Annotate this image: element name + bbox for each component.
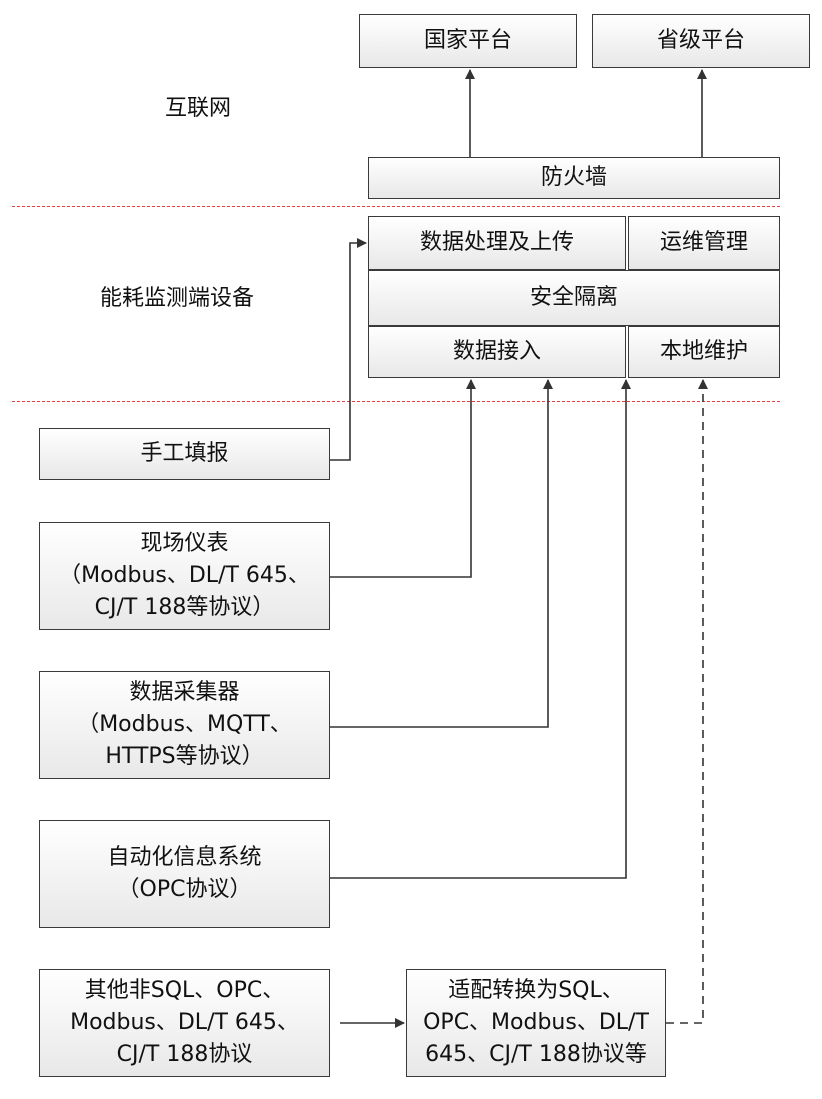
other-protocols-line-2: Modbus、DL/T 645、 xyxy=(70,1010,299,1036)
arrow-manual-entry xyxy=(330,238,367,461)
manual-entry-label: 手工填报 xyxy=(140,441,229,467)
adapter-line-3: 645、CJ/T 188协议等 xyxy=(425,1041,647,1067)
data-collector-line-3: HTTPS等协议） xyxy=(105,743,264,769)
provincial-platform-box: 省级平台 xyxy=(592,14,810,68)
divider-device-sources xyxy=(12,401,780,402)
manual-entry-box: 手工填报 xyxy=(39,428,330,480)
provincial-platform-label: 省级平台 xyxy=(656,28,745,54)
ops-management-label: 运维管理 xyxy=(659,230,748,256)
national-platform-label: 国家平台 xyxy=(423,28,512,54)
zone-label-device: 能耗监测端设备 xyxy=(100,286,255,311)
national-platform-box: 国家平台 xyxy=(359,14,577,68)
field-meters-line-3: CJ/T 188等协议） xyxy=(94,594,275,620)
firewall-box: 防火墙 xyxy=(368,157,780,199)
field-meters-line-2: （Modbus、DL/T 645、 xyxy=(59,563,310,589)
ops-management-box: 运维管理 xyxy=(628,216,780,270)
field-meters-box: 现场仪表 （Modbus、DL/T 645、 CJ/T 188等协议） xyxy=(39,522,330,630)
arrow-data-collector xyxy=(330,379,553,728)
other-protocols-line-1: 其他非SQL、OPC、 xyxy=(84,978,285,1004)
data-process-upload-box: 数据处理及上传 xyxy=(368,216,626,270)
divider-internet-device xyxy=(12,206,780,207)
security-isolation-label: 安全隔离 xyxy=(529,285,618,311)
data-process-upload-label: 数据处理及上传 xyxy=(419,230,574,256)
zone-label-internet: 互联网 xyxy=(165,96,232,121)
field-meters-line-1: 现场仪表 xyxy=(140,531,229,557)
data-collector-line-1: 数据采集器 xyxy=(129,680,240,706)
local-maintenance-box: 本地维护 xyxy=(628,326,780,378)
other-protocols-line-3: CJ/T 188协议 xyxy=(116,1041,253,1067)
data-collector-line-2: （Modbus、MQTT、 xyxy=(77,712,292,738)
automation-system-box: 自动化信息系统 （OPC协议） xyxy=(39,820,330,928)
data-access-label: 数据接入 xyxy=(452,339,541,365)
data-collector-box: 数据采集器 （Modbus、MQTT、 HTTPS等协议） xyxy=(39,671,330,779)
adapter-box: 适配转换为SQL、 OPC、Modbus、DL/T 645、CJ/T 188协议… xyxy=(406,969,666,1077)
firewall-label: 防火墙 xyxy=(540,165,607,191)
local-maintenance-label: 本地维护 xyxy=(659,339,748,365)
other-protocols-box: 其他非SQL、OPC、 Modbus、DL/T 645、 CJ/T 188协议 xyxy=(39,969,330,1077)
adapter-line-1: 适配转换为SQL、 xyxy=(448,978,624,1004)
arrow-field-meters xyxy=(330,379,476,578)
adapter-line-2: OPC、Modbus、DL/T xyxy=(423,1010,649,1036)
automation-system-line-1: 自动化信息系统 xyxy=(107,845,262,871)
security-isolation-box: 安全隔离 xyxy=(368,270,780,326)
arrow-adapter-to-local-maintenance xyxy=(666,379,708,1024)
automation-system-line-2: （OPC协议） xyxy=(117,877,252,902)
arrow-automation-system xyxy=(330,379,631,879)
data-access-box: 数据接入 xyxy=(368,326,626,378)
